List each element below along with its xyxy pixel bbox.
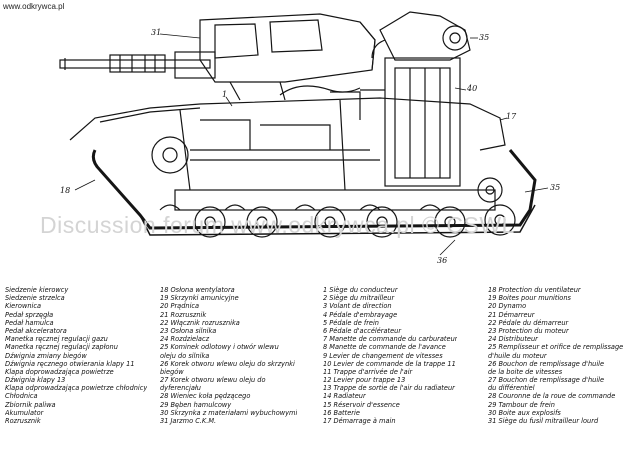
legend-line: 22 Włącznik rozrusznika bbox=[160, 318, 240, 327]
superstructure bbox=[199, 13, 376, 101]
leader-lines bbox=[74, 33, 549, 256]
legend-line: 24 Rozdzielacz bbox=[160, 335, 210, 344]
legend-line: 26 Korek otworu wlewu oleju do skrzynki bbox=[160, 359, 295, 368]
legend-line: biegów bbox=[160, 367, 184, 376]
legend-line: 10 Levier de commande de la trappe 11 bbox=[323, 359, 456, 368]
legend-line: 7 Manette de commande du carburateur bbox=[323, 335, 458, 344]
legend-line: 14 Radiateur bbox=[323, 392, 366, 401]
callout-17: 17 bbox=[506, 112, 517, 121]
legend-line: Klapa odprowadzająca powietrze chłodnicy bbox=[5, 384, 148, 393]
legend-line: Siedzenie strzelca bbox=[5, 294, 65, 303]
legend-line: 19 Skrzynki amunicyjne bbox=[160, 294, 239, 303]
legend-line: Pedał akceleratora bbox=[5, 326, 67, 335]
callout-31: 31 bbox=[151, 28, 162, 37]
legend-line: Dźwignia klapy 13 bbox=[5, 376, 66, 385]
legend-line: Zbiornik paliwa bbox=[5, 400, 56, 409]
legend-line: d'huile du moteur bbox=[488, 351, 547, 360]
legend-line: 27 Korek otworu wlewu oleju do bbox=[160, 376, 266, 385]
legend-line: 18 Protection du ventilateur bbox=[488, 286, 581, 294]
legend-line: 11 Trappe d'arrivée de l'air bbox=[323, 367, 413, 376]
legend-line: 28 Wieniec koła pędzącego bbox=[160, 392, 251, 401]
callout-18: 18 bbox=[60, 186, 71, 195]
legend-line: 22 Pédale du démarreur bbox=[488, 318, 569, 327]
tankette-cutaway-drawing bbox=[59, 11, 549, 256]
legend-line: 8 Manette de commande de l'avance bbox=[323, 343, 446, 352]
legend-line: 24 Distributeur bbox=[488, 335, 538, 344]
legend-line: 20 Prądnica bbox=[160, 302, 200, 311]
legend-line: Pedał hamulca bbox=[5, 318, 54, 327]
legend-line: 20 Dynamo bbox=[488, 302, 527, 311]
legend-line: Siedzenie kierowcy bbox=[5, 286, 69, 294]
legend-line: Akumulator bbox=[5, 408, 44, 417]
legend-line: 25 Kominek odlotowy i otwór wlewu bbox=[160, 343, 279, 352]
legend-line: Dźwignia ręcznego otwierania klapy 11 bbox=[5, 359, 135, 368]
legend-line: oleju do silnika bbox=[160, 351, 210, 360]
legend-line: Klapa doprowadzająca powietrze bbox=[5, 367, 114, 376]
legend-line: Manetka ręcznej regulacji gazu bbox=[5, 335, 108, 344]
legend-line: 30 Boite aux explosifs bbox=[488, 408, 561, 417]
legend-line: 15 Réservoir d'essence bbox=[323, 400, 400, 409]
legend-line: 9 Levier de changement de vitesses bbox=[323, 351, 443, 360]
legend-line: 25 Remplisseur et orifice de remplissage bbox=[488, 343, 624, 352]
legend-line: du différentiel bbox=[488, 384, 535, 393]
legend-line: 4 Pédale d'embrayage bbox=[323, 310, 398, 319]
legend-line: Pedał sprzęgła bbox=[5, 310, 54, 319]
legend-line: 26 Bouchon de remplissage d'huile bbox=[488, 359, 605, 368]
legend-line: 23 Protection du moteur bbox=[488, 326, 569, 335]
legend-line: 12 Levier pour trappe 13 bbox=[323, 376, 406, 385]
machine-gun bbox=[59, 51, 216, 79]
legend-line: 29 Bęben hamulcowy bbox=[160, 400, 232, 409]
callout-35-top: 35 bbox=[479, 33, 490, 42]
callout-35-side: 35 bbox=[550, 183, 561, 192]
site-label: www.odkrywca.pl bbox=[3, 2, 65, 11]
legend-line: dyferencjału bbox=[160, 384, 201, 393]
legend-line: 31 Jarzmo C.K.M. bbox=[160, 417, 217, 425]
legend-line: 19 Boites pour munitions bbox=[488, 294, 571, 303]
callout-40: 40 bbox=[467, 84, 478, 93]
legend-line: 30 Skrzynka z materiałami wybuchowymi bbox=[160, 408, 298, 417]
legend-line: 3 Volant de direction bbox=[323, 302, 392, 311]
legend-line: 13 Trappe de sortie de l'air du radiateu… bbox=[323, 384, 455, 393]
legend-line: Chłodnica bbox=[5, 392, 38, 401]
legend-line: 28 Couronne de la roue de commande bbox=[488, 392, 616, 401]
legend-line: 16 Batterie bbox=[323, 408, 360, 417]
engine-compartment bbox=[330, 11, 471, 187]
legend-line: 6 Pédale d'accélérateur bbox=[323, 326, 402, 335]
legend-line: Manetka ręcznej regulacji zapłonu bbox=[5, 343, 118, 352]
callout-36: 36 bbox=[437, 256, 448, 265]
legend-line: 5 Pédale de frein bbox=[323, 318, 379, 327]
legend-line: 23 Osłona silnika bbox=[160, 326, 217, 335]
watermark: Discussion forum www.odkrywca.pl © CSWL bbox=[40, 212, 515, 238]
track-assembly bbox=[91, 149, 537, 238]
legend-line: 27 Bouchon de remplissage d'huile bbox=[488, 376, 605, 385]
legend-line: 29 Tambour de frein bbox=[488, 400, 555, 409]
legend-line: 31 Siège du fusil mitrailleur lourd bbox=[488, 417, 599, 425]
legend-line: 17 Démarrage à main bbox=[323, 417, 396, 425]
callout-1: 1 bbox=[222, 90, 228, 99]
legend-line: de la boite de vitesses bbox=[488, 367, 563, 376]
legend-line: Rozrusznik bbox=[5, 417, 41, 425]
legend-line: 21 Démarreur bbox=[488, 310, 535, 319]
legend-line: 21 Rozrusznik bbox=[160, 310, 207, 319]
hull-body bbox=[69, 85, 506, 203]
legend-line: 2 Siège du mitrailleur bbox=[323, 294, 395, 303]
legend-line: Dźwignia zmiany biegów bbox=[5, 351, 87, 360]
legend-line: 1 Siège du conducteur bbox=[323, 286, 398, 294]
legend-line: 18 Osłona wentylatora bbox=[160, 286, 235, 294]
legend-line: Kierownica bbox=[5, 302, 42, 311]
